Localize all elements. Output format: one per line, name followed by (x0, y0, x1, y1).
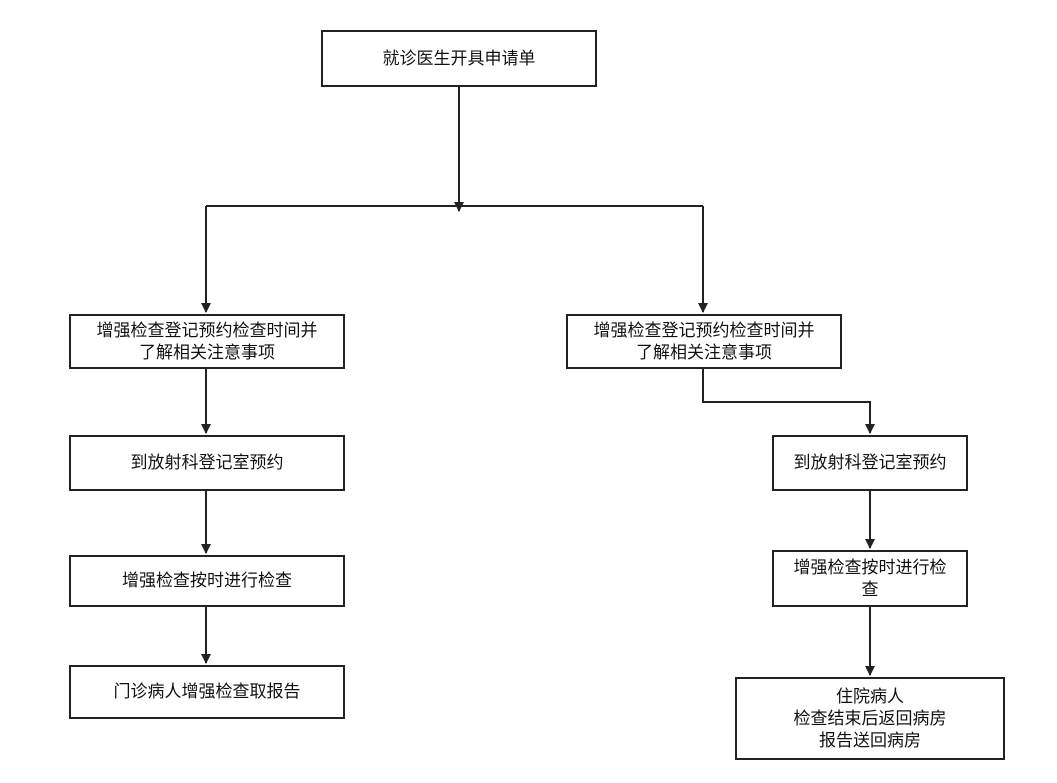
left-step2-node: 到放射科登记室预约 (69, 435, 345, 491)
left-step4-label: 门诊病人增强检查取报告 (113, 682, 301, 702)
left-step2-label: 到放射科登记室预约 (130, 453, 284, 473)
right-step1-label: 增强检查登记预约检查时间并 了解相关注意事项 (593, 320, 815, 363)
root-node-label: 就诊医生开具申请单 (382, 48, 536, 69)
left-step1-node: 增强检查登记预约检查时间并 了解相关注意事项 (69, 314, 345, 369)
left-step1-label: 增强检查登记预约检查时间并 了解相关注意事项 (96, 320, 318, 363)
left-step3-label: 增强检查按时进行检查 (122, 571, 292, 591)
right-step2-node: 到放射科登记室预约 (772, 435, 968, 491)
right-step2-label: 到放射科登记室预约 (793, 453, 947, 473)
connector-right-1-2 (702, 369, 875, 434)
left-step4-node: 门诊病人增强检查取报告 (69, 665, 345, 719)
right-step3-node: 增强检查按时进行检 查 (772, 550, 968, 607)
right-step4-label: 住院病人 检查结束后返回病房 报告送回病房 (793, 686, 947, 751)
right-step4-node: 住院病人 检查结束后返回病房 报告送回病房 (735, 677, 1005, 760)
left-step3-node: 增强检查按时进行检查 (69, 555, 345, 607)
right-step3-label: 增强检查按时进行检 查 (793, 557, 947, 600)
root-node: 就诊医生开具申请单 (321, 30, 597, 87)
right-step1-node: 增强检查登记预约检查时间并 了解相关注意事项 (566, 314, 842, 369)
